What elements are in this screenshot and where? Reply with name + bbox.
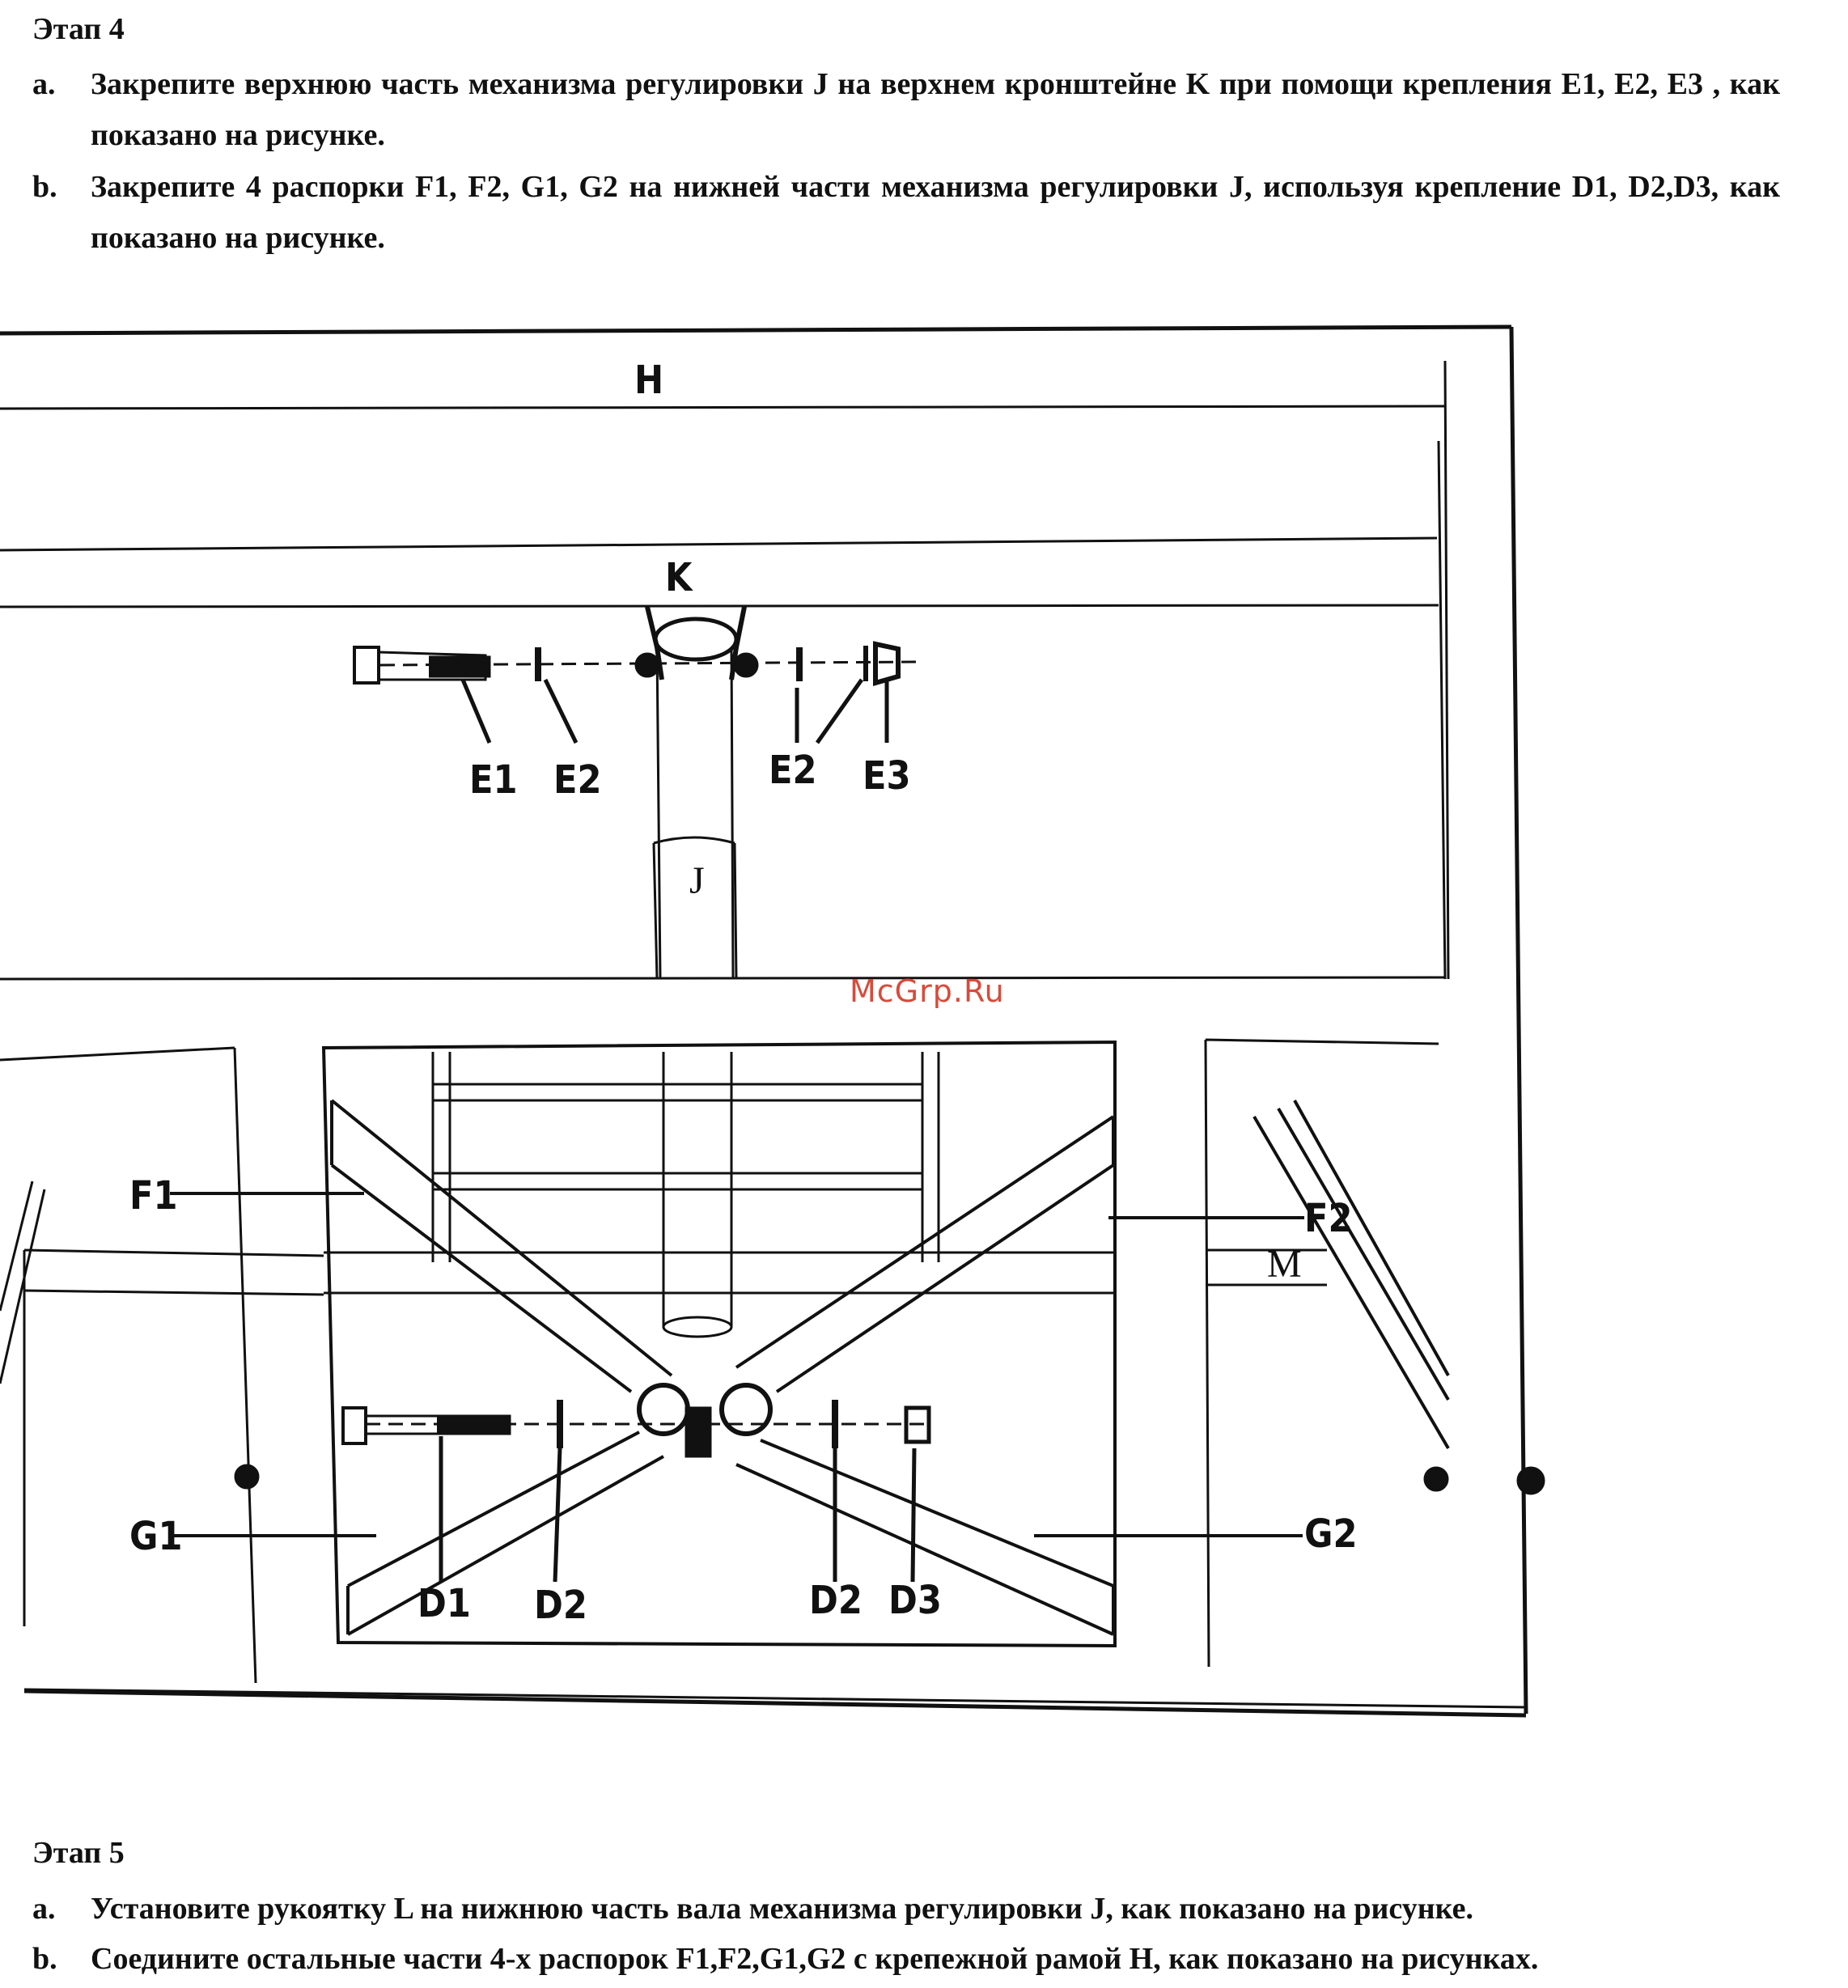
frame-foot-left <box>234 1464 260 1490</box>
shaft-j-end <box>662 1316 733 1338</box>
strut-f2 <box>735 1115 1115 1393</box>
step5-item-a-letter: a. <box>32 1892 56 1926</box>
step4-item-a-letter: a. <box>32 67 56 101</box>
shaft-j-lower-tube-right <box>733 842 738 980</box>
inset-box <box>321 1040 1117 1648</box>
hub-left <box>637 1383 690 1436</box>
bracket-k-collar <box>653 617 739 662</box>
label-k: K <box>665 555 693 600</box>
leader-d3 <box>910 1448 917 1583</box>
step5-item-b: b. Соедините остальные части 4-х распоро… <box>32 1934 1812 1985</box>
step4-heading: Этап 4 <box>32 12 125 46</box>
nut-d3 <box>904 1405 931 1444</box>
frame-mid-line <box>0 976 1446 981</box>
right-leg-foot <box>1423 1466 1449 1492</box>
bolt-d1-shaft <box>366 1414 437 1435</box>
hub-nut <box>685 1406 712 1458</box>
frame-outer-top <box>0 324 1512 336</box>
inset-crate-right <box>921 1052 940 1262</box>
leader-e2-left <box>543 678 579 744</box>
bolt-e1-thread <box>429 655 491 678</box>
watermark: McGrp.Ru <box>850 973 1005 1009</box>
label-e3: E3 <box>863 753 911 799</box>
label-m: M <box>1267 1243 1302 1286</box>
frame-beam-top <box>0 536 1438 552</box>
frame-foot-right <box>1516 1466 1545 1495</box>
step4-item-a: a. Закрепите верхнюю часть механизма рег… <box>32 59 1780 164</box>
step4-item-a-text: Закрепите верхнюю часть механизма регули… <box>91 67 1780 152</box>
leader-d2-left <box>553 1448 562 1583</box>
right-leg <box>1252 1100 1450 1450</box>
leader-e2-right-b <box>815 678 864 744</box>
step4-item-b-letter: b. <box>32 170 57 204</box>
label-j: J <box>689 859 705 902</box>
shaft-j-right <box>730 646 735 980</box>
inset-crate-left <box>431 1052 451 1262</box>
left-panel-inner <box>0 1046 235 1062</box>
label-h: H <box>634 358 663 403</box>
label-e2-right: E2 <box>769 748 817 793</box>
label-d2-left: D2 <box>534 1583 587 1628</box>
step5-item-a-text: Установите рукоятку L на нижнюю часть ва… <box>91 1892 1473 1926</box>
label-d2-right: D2 <box>809 1578 863 1623</box>
step4-item-b: b. Закрепите 4 распорки F1, F2, G1, G2 н… <box>32 162 1780 267</box>
inset-crate-slat-2 <box>433 1172 922 1191</box>
label-g2: G2 <box>1304 1511 1357 1557</box>
bolt-e1-head <box>353 646 380 685</box>
frame-beam-bottom <box>0 604 1439 608</box>
step5-item-a: a. Установите рукоятку L на нижнюю часть… <box>32 1884 1812 1935</box>
bracket-k-pin-left <box>634 652 660 678</box>
shaft-j-lower-tube-top <box>653 836 735 845</box>
shaft-j-lower-tube-left <box>652 842 659 980</box>
left-leg-1 <box>0 1181 46 1384</box>
label-e2-left: E2 <box>553 757 602 803</box>
label-d1: D1 <box>417 1581 471 1626</box>
frame-outer-right <box>1509 326 1528 1715</box>
shaft-j-left <box>655 646 662 980</box>
right-panel <box>1204 1038 1439 1668</box>
strut-g2 <box>735 1439 1115 1636</box>
label-f1: F1 <box>129 1173 178 1219</box>
left-panel-edge <box>233 1047 257 1684</box>
right-rail <box>1206 1248 1327 1286</box>
frame-outer-bottom <box>23 1689 1527 1718</box>
strut-g1 <box>346 1431 664 1636</box>
strut-f1 <box>330 1099 673 1393</box>
left-rail-bottom <box>23 1289 324 1296</box>
bracket-k-pin-right <box>733 652 759 678</box>
step5-heading: Этап 5 <box>32 1836 125 1870</box>
frame-inner-right-upper <box>1443 360 1450 980</box>
left-rail-top <box>23 1248 324 1257</box>
frame-inner-right-lower <box>1437 440 1447 980</box>
frame-bottom-line <box>23 1688 1527 1709</box>
frame-H-lower-line <box>0 405 1446 410</box>
label-f2: F2 <box>1304 1196 1353 1241</box>
bolt-d1-head <box>341 1406 367 1445</box>
label-d3: D3 <box>888 1578 942 1623</box>
hub-right <box>719 1383 773 1436</box>
inset-crate-slat-1 <box>433 1083 922 1102</box>
nut-e3 <box>863 641 901 686</box>
label-g1: G1 <box>129 1514 182 1559</box>
step5-item-b-letter: b. <box>32 1942 57 1976</box>
label-e1: E1 <box>469 757 518 803</box>
leader-e1 <box>460 679 492 744</box>
step5-item-b-text: Соедините остальные части 4-х распорок F… <box>91 1942 1539 1976</box>
step4-item-b-text: Закрепите 4 распорки F1, F2, G1, G2 на н… <box>91 170 1780 255</box>
